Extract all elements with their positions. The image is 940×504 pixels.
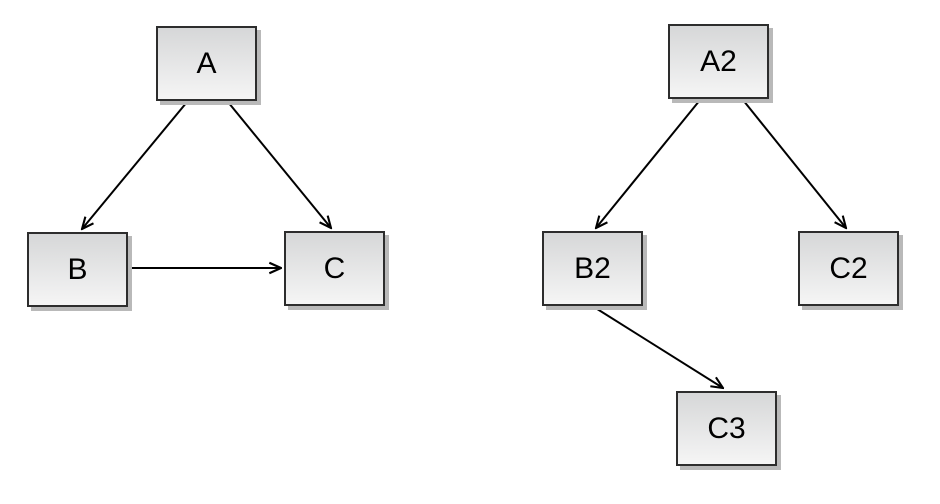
node-a2[interactable]: A2 <box>668 24 769 99</box>
node-c[interactable]: C <box>284 231 385 306</box>
node-c3[interactable]: C3 <box>676 391 777 466</box>
node-b[interactable]: B <box>27 232 128 307</box>
node-c2-label: C2 <box>829 251 868 285</box>
node-a2-label: A2 <box>700 44 737 78</box>
node-c2[interactable]: C2 <box>798 231 899 306</box>
node-b-label: B <box>67 252 88 286</box>
node-a-label: A <box>196 46 217 80</box>
node-b2-label: B2 <box>574 251 611 285</box>
edge-a2-to-b2 <box>596 99 701 228</box>
edge-a2-to-c2 <box>742 99 846 228</box>
node-b2[interactable]: B2 <box>542 231 643 306</box>
node-c-label: C <box>323 251 346 285</box>
edge-a-to-b <box>82 101 188 229</box>
node-c3-label: C3 <box>707 411 746 445</box>
edge-a-to-c <box>227 101 331 228</box>
edge-b2-to-c3 <box>593 306 723 388</box>
node-a[interactable]: A <box>156 26 257 101</box>
